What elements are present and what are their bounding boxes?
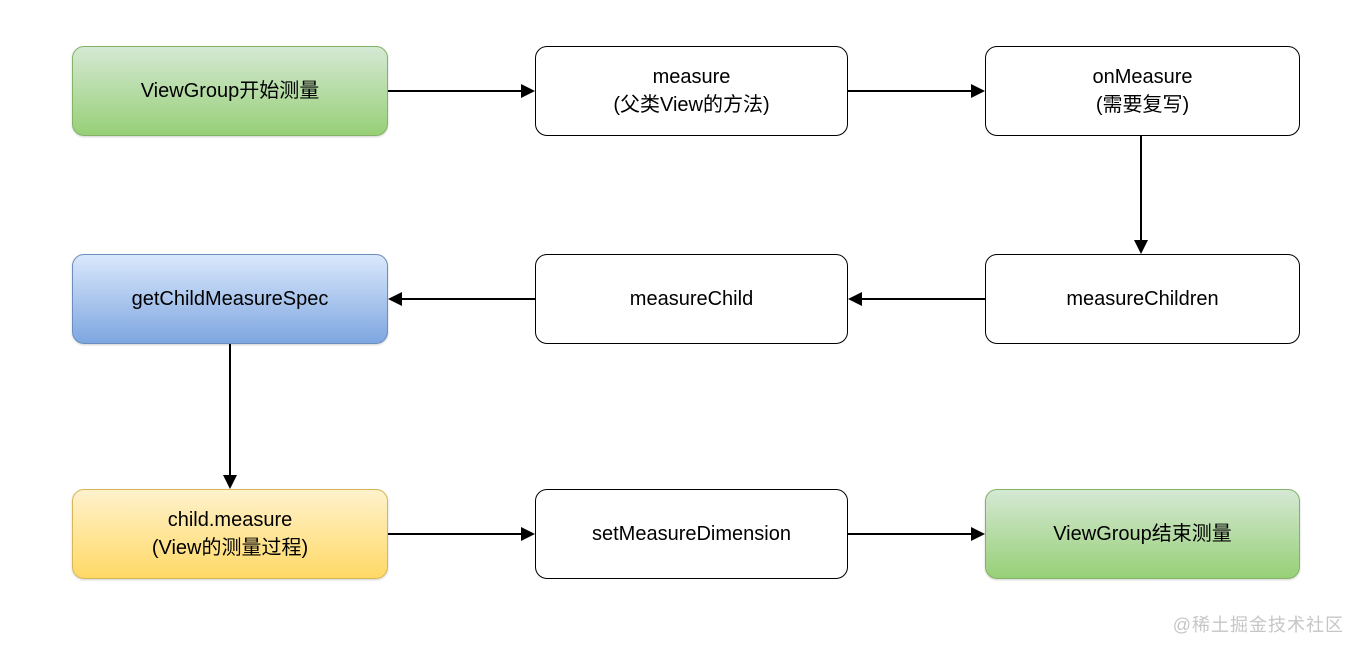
arrowhead-right-icon xyxy=(521,84,535,98)
arrow-line xyxy=(402,298,535,300)
node-measure: measure (父类View的方法) xyxy=(535,46,848,136)
arrowhead-right-icon xyxy=(971,527,985,541)
arrow-line xyxy=(1140,136,1142,240)
node-viewgroup-start: ViewGroup开始测量 xyxy=(72,46,388,136)
node-measurechildren: measureChildren xyxy=(985,254,1300,344)
arrowhead-right-icon xyxy=(521,527,535,541)
node-child-measure: child.measure (View的测量过程) xyxy=(72,489,388,579)
arrowhead-left-icon xyxy=(388,292,402,306)
arrow-line xyxy=(862,298,985,300)
node-setmeasuredimension: setMeasureDimension xyxy=(535,489,848,579)
node-measurechild: measureChild xyxy=(535,254,848,344)
arrow-line xyxy=(229,344,231,475)
arrowhead-down-icon xyxy=(1134,240,1148,254)
arrowhead-left-icon xyxy=(848,292,862,306)
arrow-line xyxy=(388,533,521,535)
arrow-line xyxy=(388,90,521,92)
arrow-line xyxy=(848,90,971,92)
arrowhead-down-icon xyxy=(223,475,237,489)
node-viewgroup-end: ViewGroup结束测量 xyxy=(985,489,1300,579)
watermark-juejin: @稀土掘金技术社区 xyxy=(1172,615,1344,635)
node-getchildmeasurespec: getChildMeasureSpec xyxy=(72,254,388,344)
node-onmeasure: onMeasure (需要复写) xyxy=(985,46,1300,136)
arrow-line xyxy=(848,533,971,535)
arrowhead-right-icon xyxy=(971,84,985,98)
